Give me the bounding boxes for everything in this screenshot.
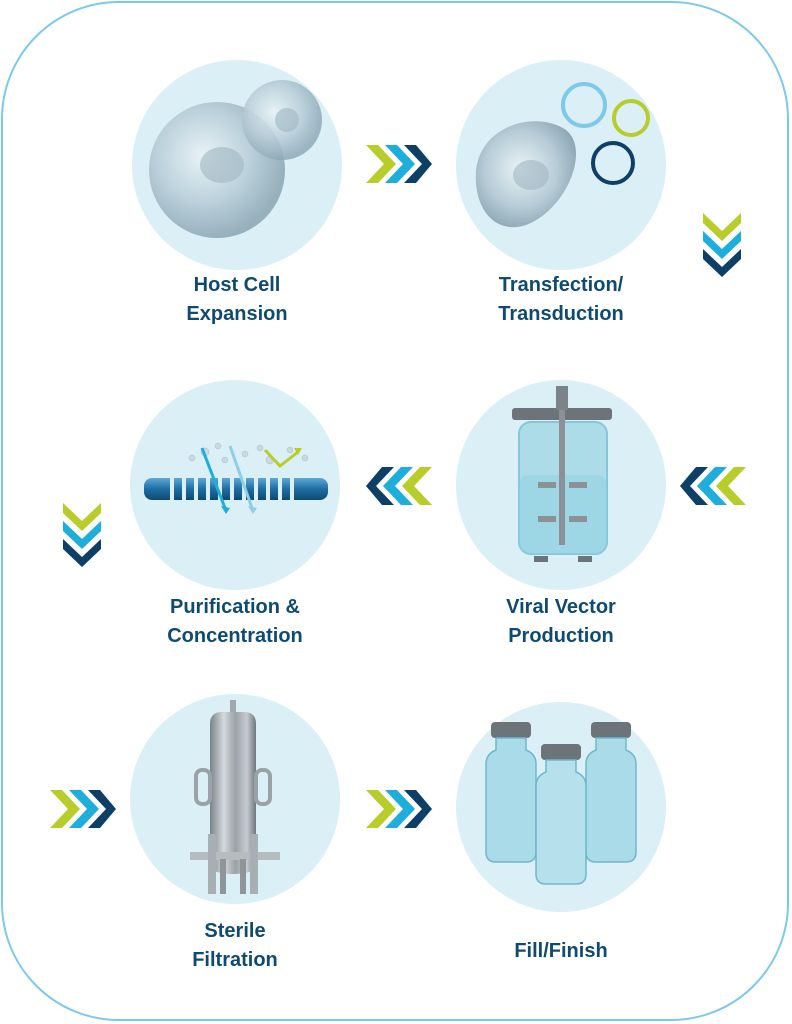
transfection-icon [475, 82, 650, 228]
chevron-right-icon [366, 145, 432, 183]
step-host-cell-expansion-label: Host Cell Expansion [186, 274, 288, 325]
bioreactor-icon [512, 386, 612, 562]
step-sterile-filtration-circle [130, 694, 340, 904]
chevron-down-icon [63, 503, 101, 567]
step-fill-finish-label: Fill/Finish [514, 940, 608, 962]
step-purification-label: Purification & Concentration [167, 596, 303, 647]
step-viral-vector-production-label: Viral Vector Production [506, 596, 616, 647]
chevron-right-icon [366, 790, 432, 828]
chevron-down-icon [703, 213, 741, 277]
step-sterile-filtration-label: Sterile Filtration [192, 920, 278, 971]
step-viral-vector-production-circle [456, 380, 666, 590]
step-host-cell-expansion-circle [132, 60, 342, 270]
cells-icon [149, 80, 322, 238]
step-transfection-circle [456, 60, 666, 270]
chevron-left-icon [366, 467, 432, 505]
vials-icon [485, 722, 637, 885]
step-purification-circle [130, 380, 340, 590]
chromatography-column-icon [144, 442, 328, 514]
step-fill-finish-circle [456, 702, 666, 912]
chevron-right-icon [50, 790, 116, 828]
filter-housing-icon [190, 700, 280, 894]
chevron-left-icon [680, 467, 746, 505]
step-transfection-label: Transfection/ Transduction [498, 274, 624, 325]
